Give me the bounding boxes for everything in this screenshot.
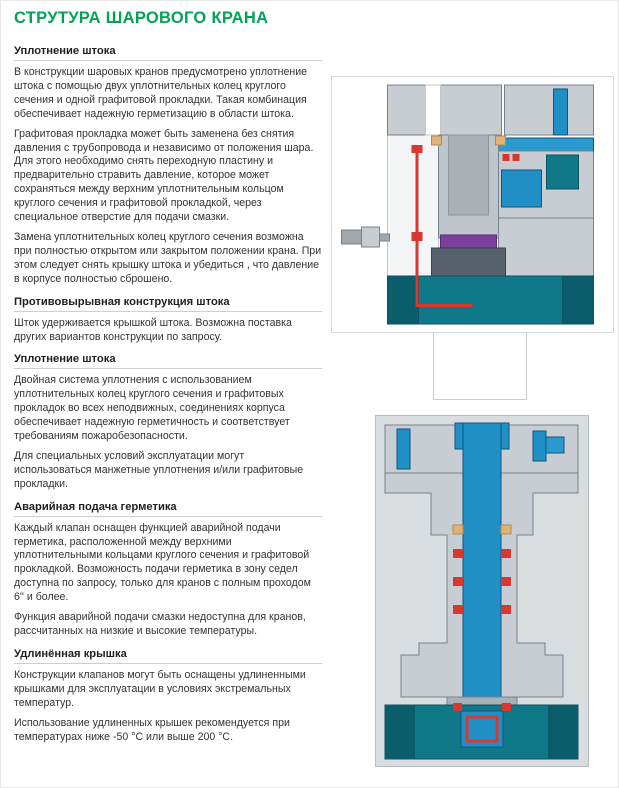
- bolt: [553, 88, 568, 136]
- callout-lines: [433, 332, 527, 400]
- thrust-ring: [440, 234, 497, 249]
- figure-bonnet: [375, 415, 589, 767]
- section-heading: Уплотнение штока: [14, 45, 322, 61]
- o-ring: [501, 577, 511, 586]
- bolt-head: [545, 436, 565, 454]
- stem: [462, 422, 502, 722]
- grease-port: [411, 145, 423, 153]
- o-ring: [512, 154, 520, 161]
- section-stem-sealing: Уплотнение штока В конструкции шаровых к…: [14, 45, 322, 287]
- section-heading: Противовырывная конструкция штока: [14, 296, 322, 312]
- o-ring: [453, 577, 463, 586]
- valve-body: [387, 275, 594, 325]
- o-ring: [501, 549, 511, 558]
- bolt: [532, 430, 547, 462]
- section-heading: Аварийная подача герметика: [14, 501, 322, 517]
- top-flange-right: [504, 84, 594, 136]
- text-column: Уплотнение штока В конструкции шаровых к…: [14, 45, 322, 750]
- graphite-packing: [452, 524, 464, 535]
- paragraph: Конструкции клапанов могут быть оснащены…: [14, 668, 306, 709]
- paragraph: Использование удлиненных крышек рекоменд…: [14, 716, 290, 743]
- top-flange-left: [387, 84, 502, 136]
- section-emergency-sealant: Аварийная подача герметика Каждый клапан…: [14, 501, 322, 639]
- section-heading: Уплотнение штока: [14, 353, 322, 370]
- paragraph: Замена уплотнительных колец круглого сеч…: [14, 230, 322, 285]
- bonnet-diagram: [375, 415, 589, 767]
- paragraph: Каждый клапан оснащен функцией аварийной…: [14, 521, 311, 604]
- stem-seal-diagram: [341, 84, 594, 325]
- section-extended-bonnet: Удлинённая крышка Конструкции клапанов м…: [14, 648, 322, 745]
- o-ring: [453, 703, 462, 711]
- paragraph: Двойная система уплотнения с использован…: [14, 374, 290, 443]
- section-anti-blowout-stem: Противовырывная конструкция штока Шток у…: [14, 296, 322, 345]
- grease-line: [415, 153, 419, 307]
- bolt: [396, 428, 411, 470]
- o-ring: [502, 154, 510, 161]
- seal-ring: [465, 715, 499, 743]
- grease-fitting: [341, 229, 362, 245]
- o-ring: [502, 703, 511, 711]
- o-ring: [501, 605, 511, 614]
- paragraph: Функция аварийной подачи смазки недоступ…: [14, 611, 306, 637]
- paragraph: Графитовая прокладка может быть заменена…: [14, 127, 314, 224]
- page-title: СТРУТУРА ШАРОВОГО КРАНА: [14, 9, 269, 27]
- graphite-packing: [495, 135, 506, 146]
- paragraph: В конструкции шаровых кранов предусмотре…: [14, 66, 308, 120]
- figure-stem-seal: [331, 76, 614, 333]
- section-heading: Удлинённая крышка: [14, 648, 322, 664]
- graphite-packing: [500, 524, 512, 535]
- graphite-packing: [431, 135, 442, 146]
- o-ring: [453, 605, 463, 614]
- o-ring: [453, 549, 463, 558]
- paragraph: Шток удерживается крышкой штока. Возможн…: [14, 316, 292, 343]
- paragraph: Для специальных условий эксплуатации мог…: [14, 449, 304, 490]
- section-body-sealing: Уплотнение штока Двойная система уплотне…: [14, 353, 322, 491]
